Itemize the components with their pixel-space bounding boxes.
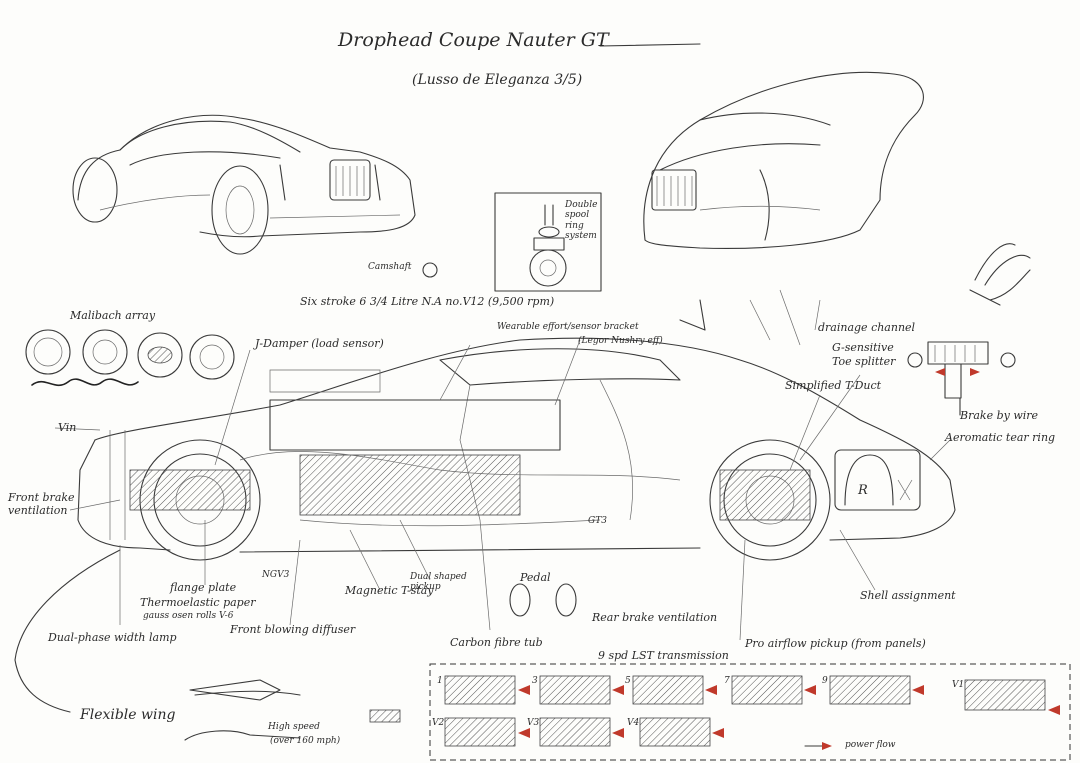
label-piston-system: Double spool ring system <box>565 200 598 242</box>
main-cutaway-car <box>77 289 956 561</box>
gear-number-v4: V4 <box>627 718 640 728</box>
malibach-array-dials <box>25 329 235 387</box>
label-legend-arrow: power flow <box>845 740 896 750</box>
gear-diagram-v2 <box>444 717 530 747</box>
legend-arrow-sample <box>804 742 832 750</box>
gear-number-v3: V3 <box>527 718 540 728</box>
label-vin: Vin <box>58 421 77 434</box>
rear-three-quarter-car-sketch <box>643 71 924 249</box>
label-g-sensitive: G-sensitive <box>832 341 894 354</box>
gear-diagram-3 <box>539 675 624 705</box>
label-thermoelastic: Thermoelastic paper <box>140 596 256 609</box>
gear-number-v2: V2 <box>432 718 445 728</box>
gear-number-v1: V1 <box>952 680 965 690</box>
label-toe-splitter: Toe splitter <box>832 355 896 368</box>
label-engine: Six stroke 6 3/4 Litre N.A no.V12 (9,500… <box>300 295 555 308</box>
label-drainage-channel: drainage channel <box>818 321 916 334</box>
gear-diagram-v4 <box>639 717 724 747</box>
transmission-diagrams-box <box>429 663 1071 761</box>
label-camshaft: Camshaft <box>368 262 412 272</box>
gear-diagram-9 <box>829 675 924 705</box>
brake-by-wire-detail <box>907 341 1016 416</box>
label-dual-phase-width-lamp: Dual-phase width lamp <box>48 631 177 644</box>
front-three-quarter-car-sketch <box>72 114 416 255</box>
label-flexible-wing: Flexible wing <box>80 707 176 723</box>
label-simplified-t-duct: Simplified T-Duct <box>785 379 882 392</box>
label-malibach-array: Malibach array <box>70 309 156 322</box>
label-wearable-effort: Wearable effort/sensor bracket <box>497 322 639 332</box>
sheet-title: Drophead Coupe Nauter GT <box>338 29 609 51</box>
gear-number-5: 5 <box>625 676 631 686</box>
gear-diagram-1 <box>444 675 530 705</box>
label-wearable-effort-sub: (Legor Nushry eff) <box>578 336 663 346</box>
sheet-subtitle: (Lusso de Eleganza 3/5) <box>412 72 583 88</box>
label-j-damper: J-Damper (load sensor) <box>255 337 384 350</box>
label-thermoelastic-sub: gauss osen rolls V-6 <box>143 611 234 621</box>
label-emblem: R <box>858 483 868 498</box>
label-shell-assignment: Shell assignment <box>860 589 956 602</box>
label-front-brake-ventilation: Front brake ventilation <box>8 491 75 517</box>
label-dual-shaped-pickup: Dual shaped pickup <box>410 572 467 593</box>
gear-diagram-5 <box>632 675 717 705</box>
gear-diagram-7 <box>731 675 816 705</box>
label-badge: GT3 <box>588 516 607 526</box>
gear-number-1: 1 <box>437 676 443 686</box>
gear-diagram-v3 <box>539 717 624 747</box>
label-carbon-fibre-tub: Carbon fibre tub <box>450 636 543 649</box>
label-flange-plate: flange plate <box>170 581 237 594</box>
label-high-speed-sub: (over 160 mph) <box>270 736 341 746</box>
label-magnetic-t-stay: Magnetic T-stay <box>345 584 434 597</box>
label-transmission: 9 spd LST transmission <box>598 649 729 662</box>
label-aeromatic-tear-ring: Aeromatic tear ring <box>945 431 1056 444</box>
label-front-blowing-diffuser: Front blowing diffuser <box>230 623 356 636</box>
label-brake-by-wire: Brake by wire <box>960 409 1039 422</box>
label-pedal: Pedal <box>520 571 551 584</box>
piston-detail-box <box>494 192 602 292</box>
label-rear-brake-ventilation: Rear brake ventilation <box>592 611 718 624</box>
gear-number-9: 9 <box>822 676 828 686</box>
label-ngv3: NGV3 <box>262 570 290 580</box>
label-high-speed: High speed <box>268 722 320 732</box>
gear-number-7: 7 <box>724 676 730 686</box>
gear-number-3: 3 <box>532 676 538 686</box>
hand-gesture-sketch <box>969 243 1031 306</box>
label-pro-airflow-pickup: Pro airflow pickup (from panels) <box>745 637 926 650</box>
gear-diagram-v1 <box>964 679 1060 715</box>
